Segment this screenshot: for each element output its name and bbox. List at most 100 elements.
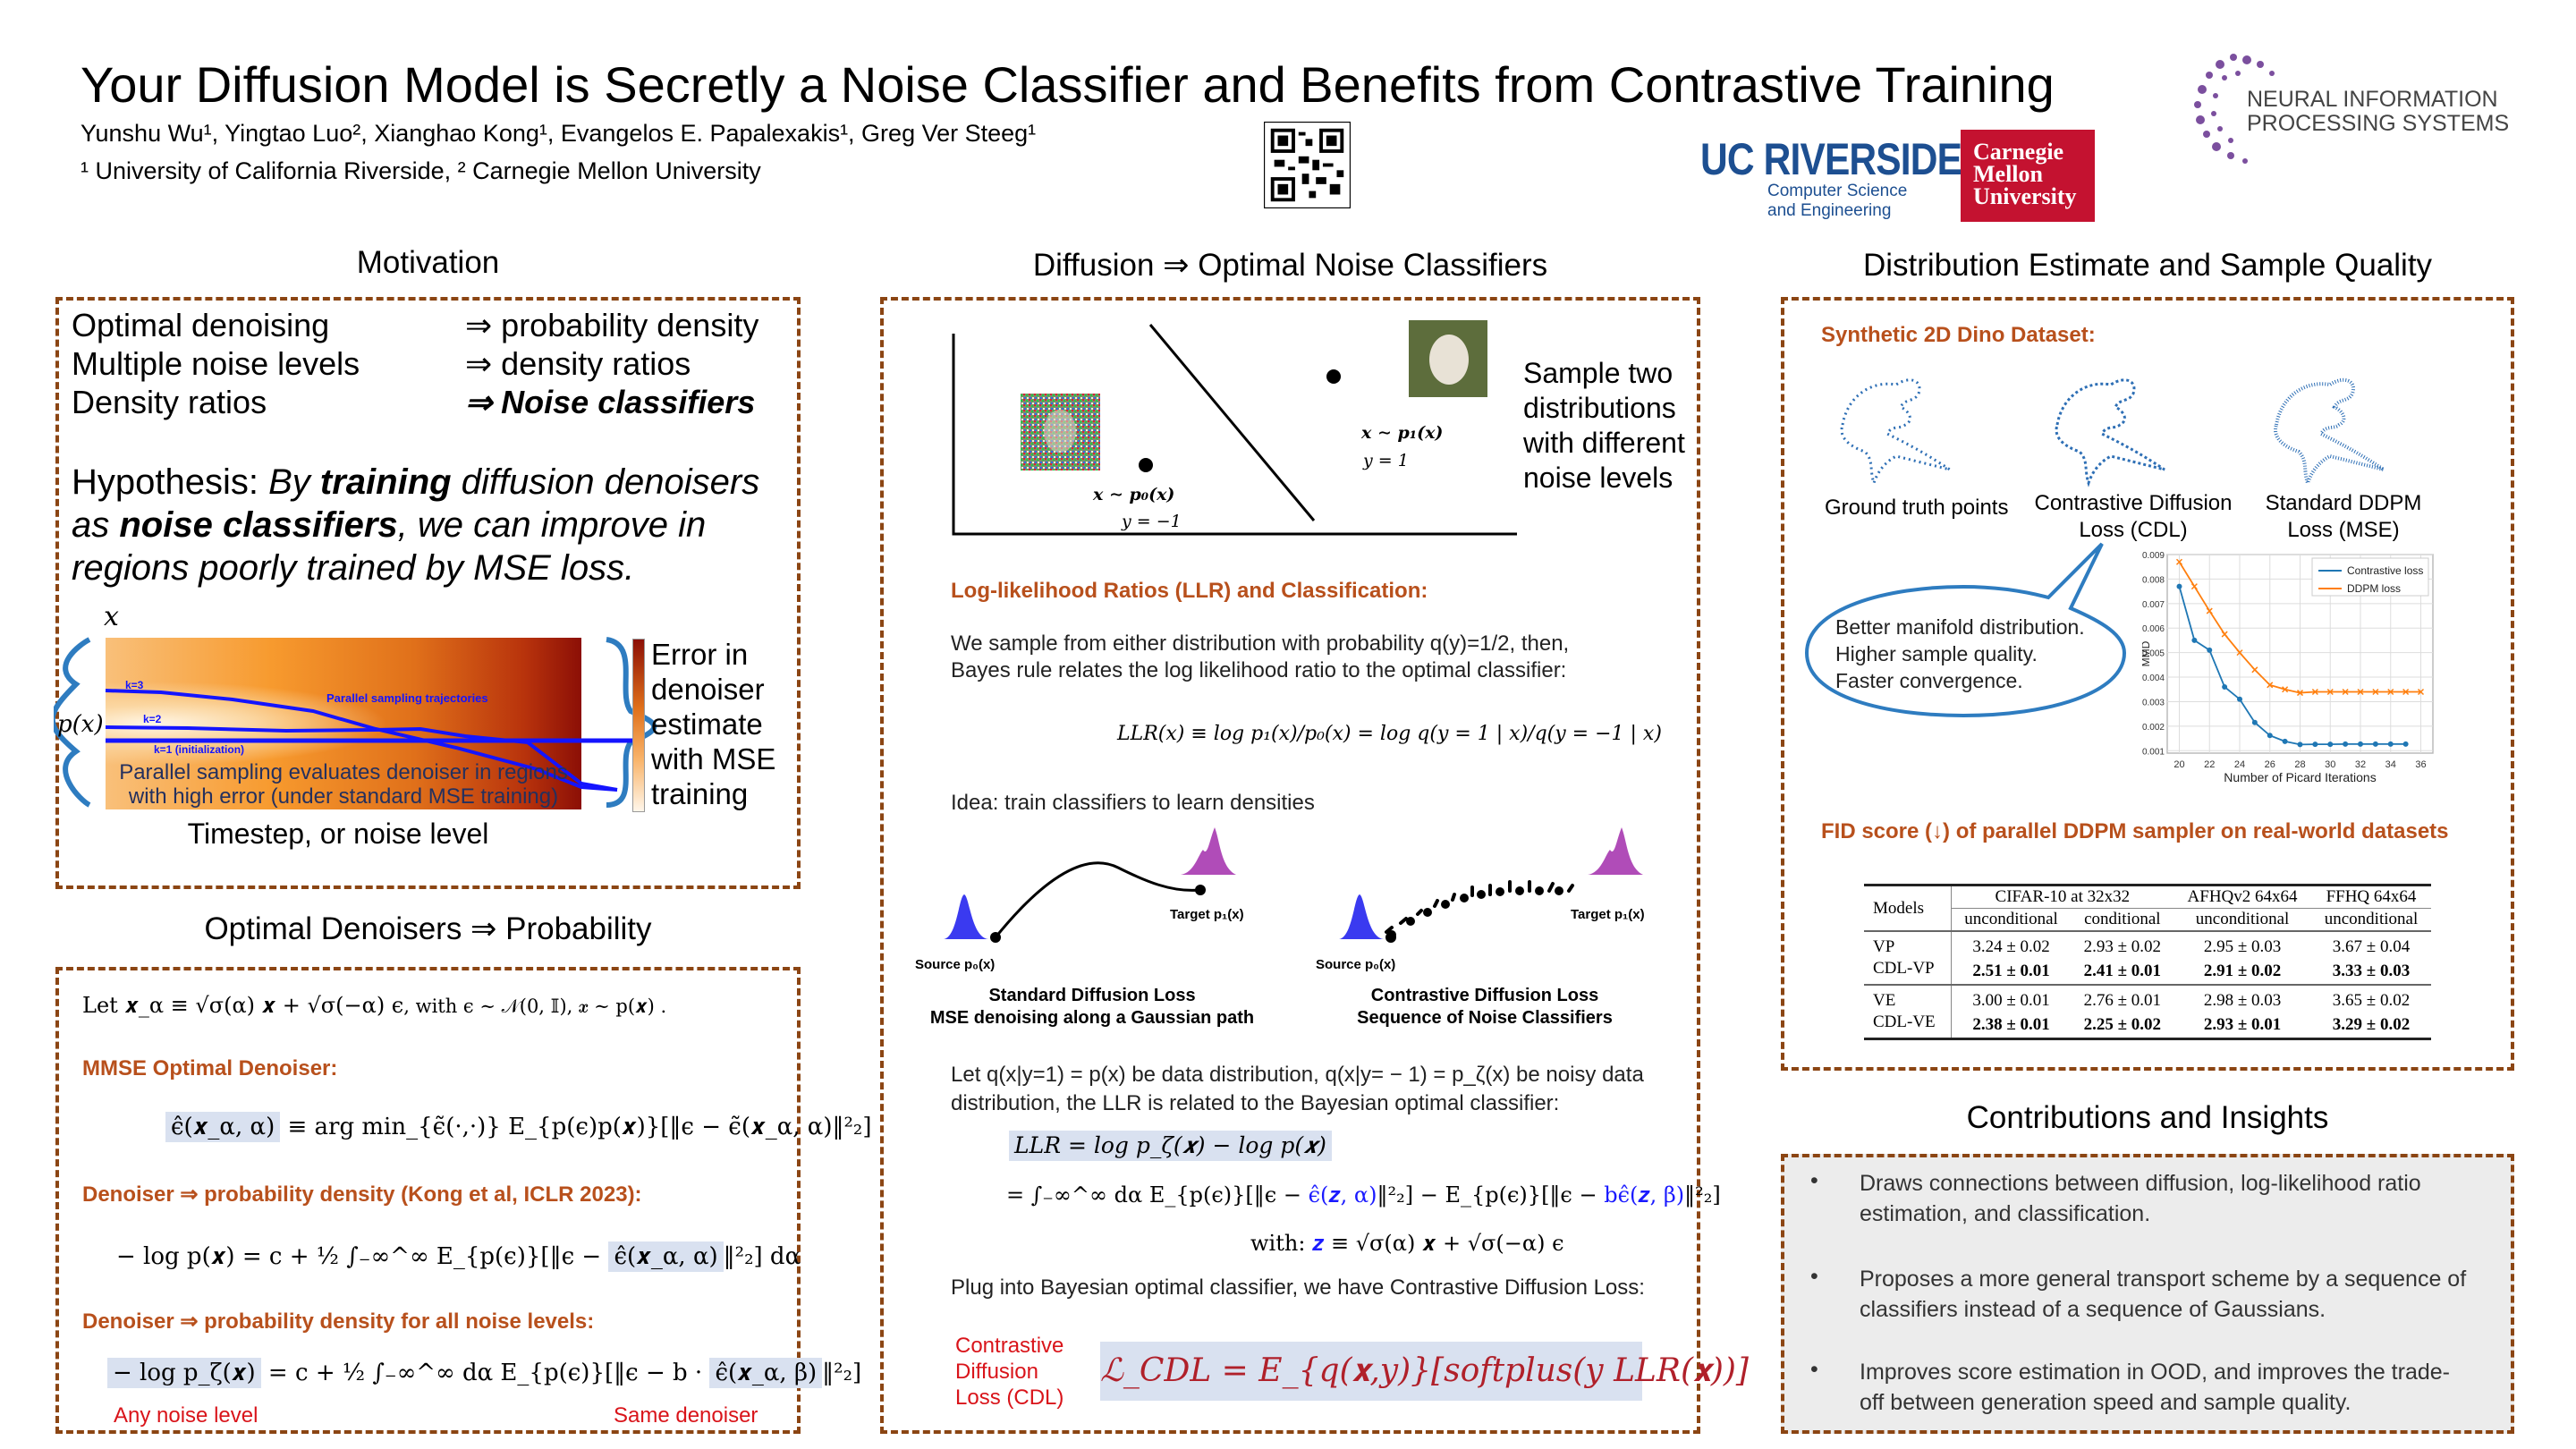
same-denoiser-note: Same denoiser [614, 1403, 758, 1428]
hyp-text: , we can improve in [397, 505, 707, 545]
y-tick-label: 0.009 [2142, 551, 2165, 561]
model-cell: CDL-VE [1864, 1012, 1952, 1039]
y-axis-label: MMD [2142, 640, 2152, 666]
qr-code[interactable] [1264, 122, 1351, 208]
dino-label-ddpm: Standard DDPM Loss (MSE) [2236, 490, 2451, 544]
value-cell: 2.93 ± 0.02 [2083, 937, 2162, 956]
llr-formula: LLR(x) ≡ log p₁(x)/p₀(x) = log q(y = 1 |… [1117, 723, 1662, 745]
x-tick-label: 28 [2294, 759, 2305, 770]
data-point [2190, 583, 2198, 590]
let-q-text-1: Let q(x|y=1) = p(x) be data distribution… [951, 1063, 1644, 1087]
heatmap-overlay-text-2: with high error (under standard MSE trai… [128, 784, 559, 809]
hyp-bold: training [319, 462, 452, 502]
dino-title: Synthetic 2D Dino Dataset: [1821, 323, 2096, 347]
group-header: CIFAR-10 at 32x32 [1951, 885, 2174, 909]
dino-label-cdl: Contrastive Diffusion Loss (CDL) [2017, 490, 2250, 544]
data-point [2282, 738, 2288, 744]
colorbar-line: denoiser [651, 673, 765, 706]
all-mid: = c + ½ ∫₋∞^∞ dα E_{p(ϵ)}[‖ϵ − b · [260, 1360, 710, 1386]
value-cell: 3.00 ± 0.01 [1972, 991, 2050, 1010]
data-point [2267, 682, 2274, 689]
data-point [2312, 741, 2318, 748]
source-label-left: Source p₀(x) [915, 957, 996, 972]
let-x-alpha: Let 𝒙_α ≡ √σ(α) 𝒙 + √σ(−α) ϵ, with ϵ ∼ 𝒩… [82, 993, 666, 1018]
dino-ddpm [2274, 377, 2385, 485]
target-label-right: Target p₁(x) [1571, 907, 1645, 922]
data-point [2251, 719, 2258, 725]
side-line: distributions [1523, 392, 1676, 424]
y-tick-label: 0.003 [2142, 698, 2165, 708]
data-point [2343, 741, 2349, 747]
classifier-sequence-dots [1387, 886, 1563, 939]
data-point [2176, 583, 2182, 589]
target-label-left: Target p₁(x) [1170, 907, 1244, 922]
neurips-line: NEURAL INFORMATION [2247, 87, 2498, 112]
table-subheader-row: unconditional conditional unconditional … [1864, 909, 2431, 931]
speech-bubble [1804, 542, 2127, 718]
mmse-label: MMSE Optimal Denoiser: [82, 1056, 338, 1080]
cdl-caption-1: Contrastive Diffusion Loss [1370, 986, 1599, 1005]
value-cell: 3.65 ± 0.02 [2332, 991, 2411, 1010]
ucr-sub2: and Engineering [1767, 201, 1892, 220]
dino-label-line: Loss (CDL) [2079, 518, 2188, 542]
data-point [2267, 733, 2273, 739]
target-bimodal-left [1181, 827, 1236, 875]
value-cell: 2.38 ± 0.01 [1972, 1014, 2050, 1034]
sub-header: unconditional [2324, 910, 2419, 928]
sub-header: unconditional [1964, 910, 2058, 928]
optimal-denoisers-panel [55, 967, 801, 1434]
motivation-left-1: Optimal denoising [72, 307, 330, 343]
dino-label-line: Standard DDPM [2265, 491, 2422, 515]
y-tick-label: 0.005 [2142, 649, 2165, 659]
hyp-bold: noise classifiers [119, 505, 398, 545]
data-point [2221, 631, 2228, 638]
side-line: noise levels [1523, 462, 1674, 494]
kong-label: Denoiser ⇒ probability density (Kong et … [82, 1182, 642, 1207]
llr-title: Log-likelihood Ratios (LLR) and Classifi… [951, 579, 1428, 603]
x-tick-label: 20 [2174, 759, 2184, 770]
table-row: VP 3.24 ± 0.02 2.93 ± 0.02 2.95 ± 0.03 3… [1864, 931, 2431, 958]
with-c: ≡ √σ(α) 𝒙 + √σ(−α) ϵ [1324, 1231, 1564, 1256]
cdl-label-line: Diffusion [955, 1360, 1038, 1384]
target-bimodal-right [1588, 827, 1643, 875]
legend-entry: DDPM loss [2347, 582, 2401, 595]
x-axis-label: Number of Picard Iterations [2224, 770, 2376, 784]
value-cell: 2.95 ± 0.03 [2203, 937, 2282, 956]
kong-formula: − log p(𝒙) = c + ½ ∫₋∞^∞ E_{p(ϵ)}[‖ϵ − ϵ… [116, 1241, 801, 1272]
hypothesis: Hypothesis: By training diffusion denois… [72, 461, 759, 589]
sample-two-text: Sample two distributions with different … [1523, 356, 1685, 496]
ucr-logo-text: UC RIVERSIDE [1700, 134, 1962, 184]
plug-text: Plug into Bayesian optimal classifier, w… [951, 1275, 1645, 1300]
cdl-caption-2: Sequence of Noise Classifiers [1357, 1008, 1613, 1028]
legend-box [2311, 557, 2429, 597]
cmu-line: University [1973, 183, 2077, 209]
source-gaussian-left [944, 894, 988, 939]
with-z: with: 𝒛 ≡ √σ(α) 𝒙 + √σ(−α) ϵ [1250, 1231, 1564, 1256]
authors: Yunshu Wu¹, Yingtao Luo², Xianghao Kong¹… [80, 120, 1037, 147]
sdl-caption-1: Standard Diffusion Loss [988, 986, 1196, 1005]
hyp-text: By [268, 462, 320, 502]
section-title-contributions: Contributions and Insights [1966, 1100, 2329, 1135]
source-dot-right [1385, 932, 1396, 943]
series-line-contrastive-loss [2178, 586, 2406, 746]
noise-level-highlight: − log p_ζ(𝒙) [107, 1358, 261, 1388]
llr-equation: LLR = log p_ζ(𝒙) − log p(𝒙) [1009, 1131, 1332, 1161]
data-point [2342, 688, 2349, 696]
y-tick-label: 0.004 [2142, 674, 2165, 683]
data-point [2387, 741, 2394, 747]
figure-axes [952, 334, 1517, 536]
target-dot-left [1195, 885, 1206, 895]
x-tick-label: 26 [2265, 759, 2275, 770]
legend-entry: Contrastive loss [2347, 564, 2423, 577]
hyp-text: regions poorly trained by MSE loss. [72, 548, 635, 588]
source-gaussian-right [1339, 894, 1384, 939]
gaussian-path-curve [994, 861, 1201, 938]
colorbar [632, 639, 645, 812]
affiliations: ¹ University of California Riverside, ² … [80, 157, 761, 184]
int-a: = ∫₋∞^∞ dα E_{p(ϵ)}[‖ϵ − [1006, 1182, 1309, 1208]
dog-shape [1429, 335, 1469, 385]
bullet-dot: • [1810, 1168, 1818, 1193]
data-point [2402, 741, 2409, 747]
group-header: AFHQv2 64x64 [2174, 885, 2311, 909]
data-point [2207, 647, 2213, 653]
